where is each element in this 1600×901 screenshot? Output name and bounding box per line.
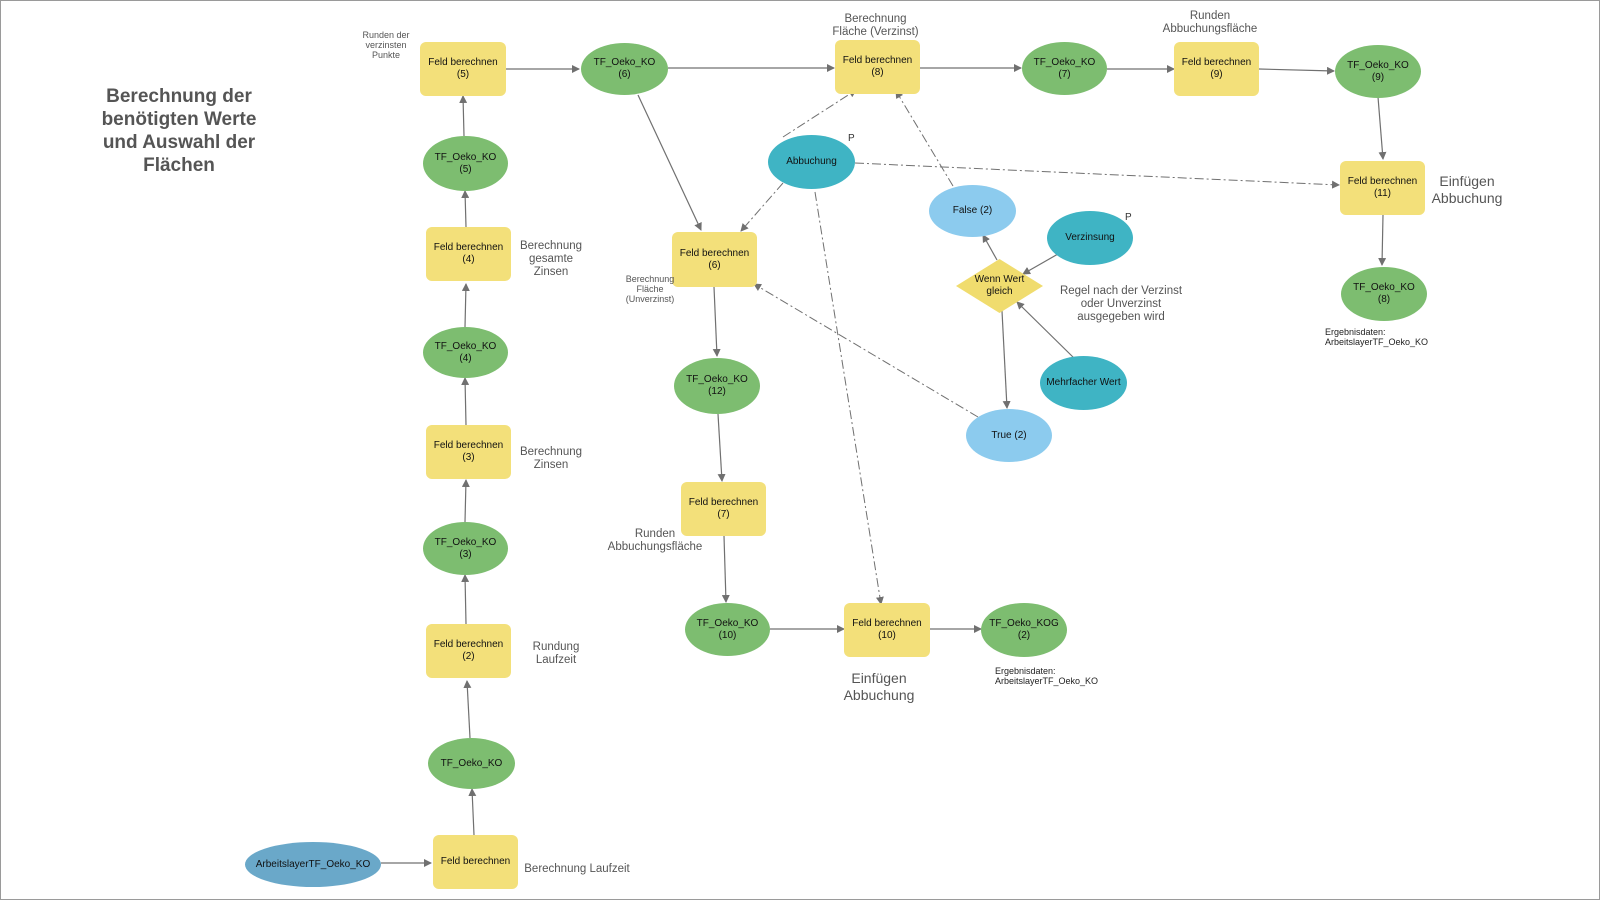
feld-berechnen-7[interactable]: Feld berechnen(7) (681, 482, 766, 536)
output-tf-oeko-ko-8[interactable]: TF_Oeko_KO(8) (1341, 267, 1427, 321)
feld-berechnen-laufzeit[interactable]: Feld berechnen (433, 835, 518, 889)
output-tf-oeko-ko-5[interactable]: TF_Oeko_KO(5) (423, 136, 508, 191)
label-berechnung-laufzeit: Berechnung Laufzeit (524, 863, 630, 875)
edge-tf5-to-feld5 (459, 95, 468, 137)
param-verzinsung[interactable]: Verzinsung (1047, 211, 1133, 265)
edge-feld3-to-tf4 (461, 377, 470, 426)
param-marker-verzinsung: P (1125, 212, 1132, 223)
output-tf-oeko-ko-12[interactable]: TF_Oeko_KO(12) (674, 358, 760, 414)
edge-feld-to-tf (468, 788, 477, 836)
edge-feld7-to-tf10 (721, 535, 730, 603)
edge-tf12-to-feld7 (717, 413, 726, 482)
edge-true-to-feld6 (753, 283, 979, 418)
feld-berechnen-4[interactable]: Feld berechnen(4) (426, 227, 511, 281)
edge-tf4-to-feld4 (461, 283, 470, 328)
edge-abbuchung-to-feld10 (814, 191, 884, 605)
feld-berechnen-10[interactable]: Feld berechnen(10) (844, 603, 930, 657)
edge-wenn-to-true (1001, 310, 1011, 409)
edge-tf6-to-feld6 (637, 94, 702, 231)
output-tf-oeko-ko-6[interactable]: TF_Oeko_KO(6) (581, 43, 668, 95)
edge-mehrfach-to-wenn (1016, 301, 1077, 361)
feld-berechnen-6[interactable]: Feld berechnen(6) (672, 232, 757, 287)
output-tf-oeko-ko-3[interactable]: TF_Oeko_KO(3) (423, 522, 508, 575)
edge-tf-to-feld2 (463, 680, 472, 739)
edge-abbuchung-to-feld11 (854, 162, 1340, 189)
feld-berechnen-9[interactable]: Feld berechnen(9) (1174, 42, 1259, 96)
param-abbuchung[interactable]: Abbuchung (768, 135, 855, 189)
output-tf-oeko-kog-2[interactable]: TF_Oeko_KOG(2) (981, 603, 1067, 657)
edge-abbuchung-to-feld6 (740, 182, 784, 232)
feld-berechnen-5[interactable]: Feld berechnen(5) (420, 42, 506, 96)
edge-tf9-to-feld11 (1377, 96, 1387, 160)
edge-feld9-to-tf9 (1258, 66, 1335, 75)
output-tf-oeko-ko[interactable]: TF_Oeko_KO (428, 738, 515, 789)
edge-wenn-to-false (982, 234, 998, 261)
label-ergebnisdaten-1: Ergebnisdaten:ArbeitslayerTF_Oeko_KO (995, 666, 1099, 686)
edge-feld2-to-tf3 (461, 574, 470, 625)
feld-berechnen-2[interactable]: Feld berechnen(2) (426, 624, 511, 678)
edge-verzinsung-to-wenn (1022, 253, 1059, 275)
param-marker-abbuchung: P (848, 133, 855, 144)
edge-tf3-to-feld3 (461, 479, 470, 523)
output-tf-oeko-ko-7[interactable]: TF_Oeko_KO(7) (1022, 42, 1107, 95)
edge-feld11-to-tf8 (1378, 214, 1387, 266)
output-tf-oeko-ko-9[interactable]: TF_Oeko_KO(9) (1335, 45, 1421, 98)
feld-berechnen-3[interactable]: Feld berechnen(3) (426, 425, 511, 479)
feld-berechnen-11[interactable]: Feld berechnen(11) (1340, 161, 1425, 215)
output-tf-oeko-ko-4[interactable]: TF_Oeko_KO(4) (423, 327, 508, 378)
feld-berechnen-8[interactable]: Feld berechnen(8) (835, 40, 920, 94)
edge-false-to-feld8 (895, 90, 954, 187)
edge-abbuchung-to-feld8 (782, 89, 857, 138)
edge-feld6-to-tf12 (712, 286, 721, 357)
bool-true-2[interactable]: True (2) (966, 409, 1052, 462)
label-ergebnisdaten-2: Ergebnisdaten:ArbeitslayerTF_Oeko_KO (1325, 327, 1429, 347)
input-arbeitslayer[interactable]: ArbeitslayerTF_Oeko_KO (245, 842, 381, 887)
edge-feld4-to-tf5 (461, 190, 470, 228)
output-tf-oeko-ko-10[interactable]: TF_Oeko_KO(10) (685, 603, 770, 656)
param-mehrfacher-wert[interactable]: Mehrfacher Wert (1040, 356, 1127, 410)
bool-false-2[interactable]: False (2) (929, 185, 1016, 237)
